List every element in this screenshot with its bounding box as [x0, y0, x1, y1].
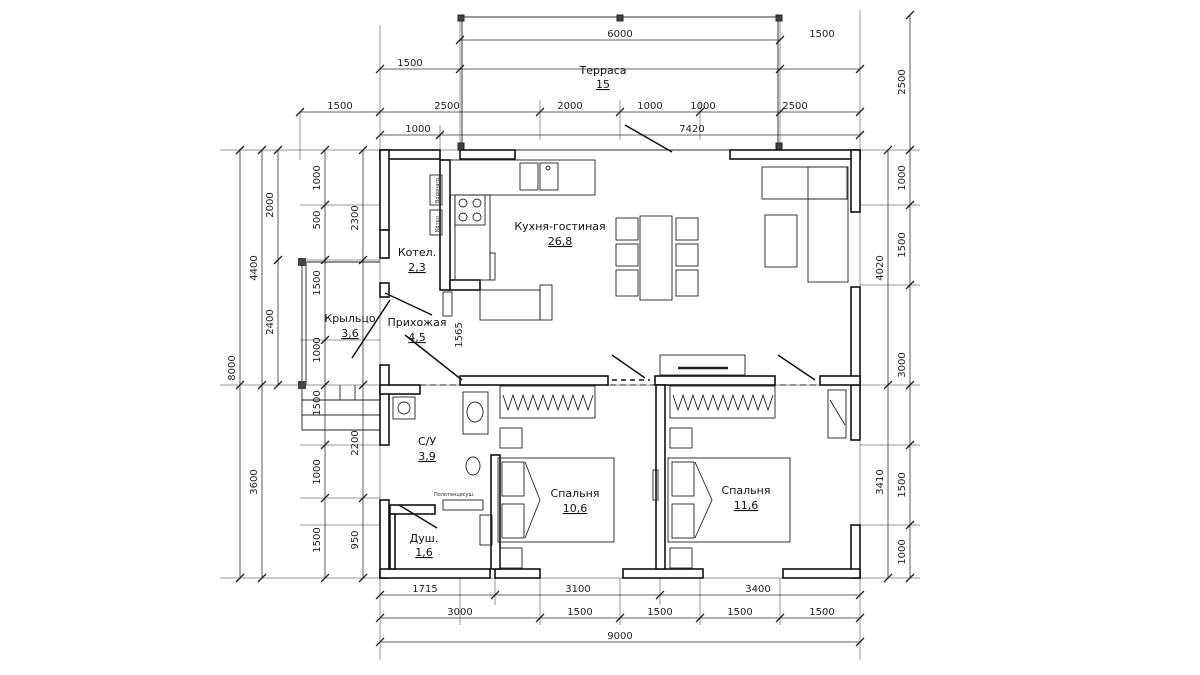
towel-rail-label: Полотенцесуш. — [434, 492, 475, 498]
boiler-area: 2,3 — [408, 261, 426, 274]
dim-left-outer-b: 3600 — [249, 469, 260, 494]
bath-name: С/У — [418, 435, 436, 448]
dim-left-inner2-a: 2300 — [350, 205, 361, 230]
terrace-area: 15 — [596, 78, 610, 91]
bedroom1-area: 10,6 — [563, 502, 588, 515]
furniture — [392, 159, 849, 569]
dim-top2-d: 1000 — [637, 101, 662, 112]
dim-left-inner-e: 1500 — [312, 390, 323, 415]
bath-area: 3,9 — [418, 450, 436, 463]
dim-bottom2-e: 1500 — [809, 607, 834, 618]
bedroom2-area: 11,6 — [734, 499, 759, 512]
kitchen-name: Кухня-гостиная — [514, 220, 605, 233]
dim-right-inner-c: 3000 — [897, 352, 908, 377]
dim-bottom2-b: 1500 — [567, 607, 592, 618]
dim-top2-f: 2500 — [782, 101, 807, 112]
dim-top2-b: 2500 — [434, 101, 459, 112]
dim-left-inner-a: 1000 — [312, 165, 323, 190]
dim-top3-a: 1000 — [405, 124, 430, 135]
dim-left-mid-b: 2400 — [265, 309, 276, 334]
porch — [298, 258, 380, 431]
dim-right-outer-b: 3410 — [875, 469, 886, 494]
bedroom1-name: Спальня — [551, 487, 600, 500]
kitchen-area: 26,8 — [548, 235, 573, 248]
boiler-unit-label: Котел — [435, 216, 441, 232]
water-heater-label: Водонагр. — [435, 176, 441, 203]
walls — [379, 149, 861, 579]
dim-top1-a: 1500 — [397, 58, 422, 69]
porch-area: 3,6 — [341, 327, 359, 340]
boiler-name: Котел. — [398, 246, 436, 259]
dim-top2-a: 1500 — [327, 101, 352, 112]
bedroom2-name: Спальня — [722, 484, 771, 497]
dim-left-inner-c: 1500 — [312, 270, 323, 295]
dim-terrace-right: 2500 — [897, 69, 908, 94]
dim-left-outer-a: 4400 — [249, 255, 260, 280]
hall-name: Прихожая — [388, 316, 447, 329]
dimension-ticks — [235, 10, 915, 647]
dim-left-total: 8000 — [227, 355, 238, 380]
terrace-name: Терраса — [579, 64, 627, 77]
dim-bottom2-a: 3000 — [447, 607, 472, 618]
dim-1565: 1565 — [454, 322, 465, 347]
dim-top3-b: 7420 — [679, 124, 704, 135]
dim-bottom1-b: 3100 — [565, 584, 590, 595]
door-swings — [351, 124, 816, 529]
dim-right-inner-d: 1500 — [897, 472, 908, 497]
hall-area: 4,5 — [408, 331, 426, 344]
dim-top2-c: 2000 — [557, 101, 582, 112]
dim-right-inner-a: 1000 — [897, 165, 908, 190]
dim-right-inner-b: 1500 — [897, 232, 908, 257]
dim-right-outer-a: 4020 — [875, 255, 886, 280]
dim-left-inner-f: 1000 — [312, 459, 323, 484]
dim-bottom2-d: 1500 — [727, 607, 752, 618]
dim-left-inner2-c: 950 — [350, 530, 361, 549]
dim-bottom1-c: 3400 — [745, 584, 770, 595]
dim-left-mid-a: 2000 — [265, 192, 276, 217]
dim-bottom3: 9000 — [607, 631, 632, 642]
dim-top1-c: 1500 — [809, 29, 834, 40]
porch-name: Крыльцо — [324, 312, 375, 325]
dim-left-inner-d: 1000 — [312, 337, 323, 362]
dim-left-inner-g: 1500 — [312, 527, 323, 552]
dim-top2-e: 1000 — [690, 101, 715, 112]
dim-left-inner-b: 500 — [312, 210, 323, 229]
dim-bottom2-c: 1500 — [647, 607, 672, 618]
dim-left-inner2-b: 2200 — [350, 430, 361, 455]
shower-name: Душ. — [410, 532, 439, 545]
dim-right-inner-e: 1000 — [897, 539, 908, 564]
dim-bottom1-a: 1715 — [412, 584, 437, 595]
dim-top1-b: 6000 — [607, 29, 632, 40]
terrace — [457, 14, 783, 151]
shower-area: 1,6 — [415, 546, 433, 559]
